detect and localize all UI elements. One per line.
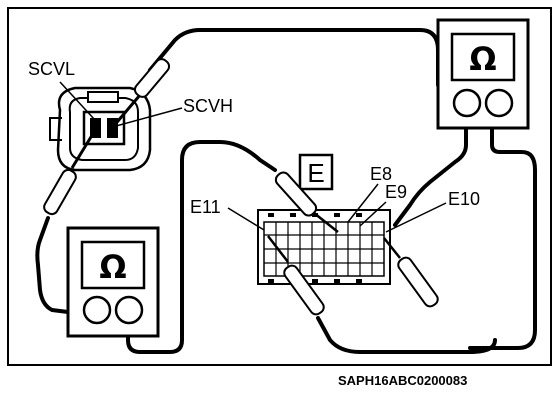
- connector-e-label: E: [307, 158, 324, 188]
- figure-code: SAPH16ABC0200083: [338, 373, 467, 388]
- leader-e11: [227, 207, 265, 231]
- wire-meter-left-to-e: [126, 140, 277, 354]
- leader-scvl: [59, 81, 96, 121]
- label-e9: E9: [385, 182, 407, 202]
- connector-e-grid: [264, 222, 384, 276]
- wire-scvh-to-meter-right: [148, 28, 440, 87]
- ohmmeter-top-right: Ω: [436, 18, 530, 130]
- label-scvh: SCVH: [183, 96, 233, 116]
- label-e8: E8: [370, 164, 392, 184]
- wire-e11-probe-return: [316, 316, 497, 354]
- leader-e8: [347, 183, 379, 223]
- wire-scvl-to-meter-left: [35, 216, 70, 314]
- leader-scvh: [115, 107, 183, 127]
- meter-terminal-left: [452, 88, 482, 118]
- leader-e10: [385, 202, 447, 233]
- probe-scvh: [110, 58, 171, 129]
- ohm-symbol-top-right: Ω: [469, 40, 496, 78]
- meter-terminal-left: [82, 295, 112, 325]
- label-scvl: SCVL: [28, 59, 75, 79]
- label-e11: E11: [190, 197, 221, 217]
- figure-frame: [7, 7, 552, 366]
- meter-terminal-right: [114, 295, 144, 325]
- wire-meter-right-down: [468, 123, 537, 350]
- probe-scvl: [43, 131, 96, 216]
- wire-meter-right-to-e-probe: [393, 123, 468, 227]
- connector-e-label-box: E: [298, 153, 334, 191]
- ohmmeter-bottom-left: Ω: [66, 226, 160, 338]
- probe-e11: [267, 235, 325, 316]
- ohm-symbol-bottom-left: Ω: [99, 248, 126, 286]
- probe-e-upper-left: [274, 171, 339, 233]
- meter-terminal-right: [484, 88, 514, 118]
- leader-e9: [359, 201, 387, 227]
- label-e10: E10: [448, 189, 480, 209]
- probe-e10: [383, 237, 439, 308]
